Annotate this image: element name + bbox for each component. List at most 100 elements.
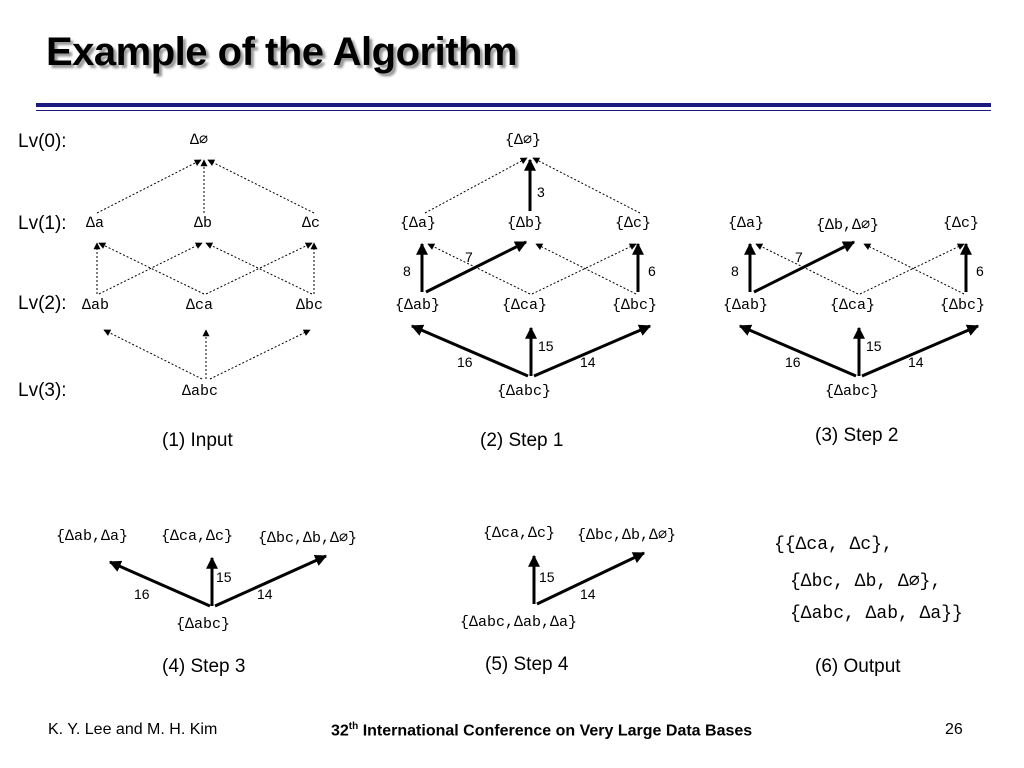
edge-ca-a xyxy=(427,243,531,295)
p1-node-bc: ∆bc xyxy=(296,297,324,314)
footer-conference-number: 32 xyxy=(331,722,349,740)
edge-bc-b xyxy=(863,243,965,295)
p3-weight-ab-a: 8 xyxy=(731,263,739,279)
edge-ca-a xyxy=(755,243,859,295)
p1-node-ab: ∆ab xyxy=(82,297,110,314)
slide-title: Example of the Algorithm xyxy=(46,30,518,74)
edge-ca-a xyxy=(98,242,205,295)
level-label-0: Lv(0): xyxy=(18,131,67,152)
edge-abc-bc xyxy=(861,324,980,378)
edge-ca-c xyxy=(859,243,965,295)
page-number: 26 xyxy=(945,721,963,738)
footer-conference: 32th International Conference on Very La… xyxy=(331,721,752,740)
p6-output-line-3: {∆abc, ∆ab, ∆a}} xyxy=(790,604,963,624)
edge-right xyxy=(536,551,646,606)
p3-weight-ab-b: 7 xyxy=(795,249,803,265)
edge-a-empty xyxy=(424,157,528,214)
edge-bc-b xyxy=(535,243,637,295)
panel2-dotted-edges xyxy=(424,157,641,295)
edge-left xyxy=(108,560,211,608)
p2-weight-up: 3 xyxy=(537,184,545,200)
edge-abc-ab xyxy=(103,329,203,380)
p4-node-abc: {∆abc} xyxy=(176,616,231,633)
p2-node-b: {∆b} xyxy=(507,215,544,232)
p4-weight-mid: 15 xyxy=(216,569,232,585)
p3-node-ab: {∆ab} xyxy=(723,297,769,314)
p4-node-ca-c: {∆ca,∆c} xyxy=(161,528,234,545)
p6-output-line-2: {∆bc, ∆b, ∆∅}, xyxy=(790,572,942,592)
p2-caption: (2) Step 1 xyxy=(480,430,564,451)
panel4-bold-edges xyxy=(108,554,328,608)
level-label-1: Lv(1): xyxy=(18,213,67,234)
p5-node-abc-ab-a: {∆abc,∆ab,∆a} xyxy=(460,614,578,631)
p1-node-c: ∆c xyxy=(302,215,321,232)
p1-node-b: ∆b xyxy=(194,215,213,232)
p2-node-empty: {∆∅} xyxy=(505,132,542,149)
p2-node-abc: {∆abc} xyxy=(497,383,552,400)
level-label-3: Lv(3): xyxy=(18,380,67,401)
edge-abc-ab xyxy=(738,324,857,378)
p3-weight-abc-ca: 15 xyxy=(866,338,882,354)
p3-node-bc: {∆bc} xyxy=(940,297,986,314)
level-label-2: Lv(2): xyxy=(18,293,67,314)
edge-ca-c xyxy=(531,243,637,295)
p1-node-a: ∆a xyxy=(86,215,105,232)
edge-abc-bc xyxy=(533,324,652,378)
panel1-edges xyxy=(93,159,318,380)
title-rule-thin xyxy=(36,110,991,111)
edge-ab-b xyxy=(425,240,528,294)
p5-caption: (5) Step 4 xyxy=(485,654,569,675)
title-rule-thick xyxy=(36,103,991,107)
edge-ab-b xyxy=(98,242,203,295)
footer-conference-sup: th xyxy=(348,721,359,732)
p4-node-bc-b-empty: {∆bc,∆b,∆∅} xyxy=(258,530,358,547)
p2-node-bc: {∆bc} xyxy=(612,297,658,314)
p2-weight-abc-bc: 14 xyxy=(580,354,596,370)
panel3-bold-edges xyxy=(738,240,980,378)
p4-weight-right: 14 xyxy=(257,586,273,602)
panel3-dotted-edges xyxy=(755,243,965,295)
p2-weight-ab-b: 7 xyxy=(465,249,473,265)
edge-abc-bc xyxy=(209,329,311,380)
p2-node-ca: {∆ca} xyxy=(502,297,548,314)
edge-abc-ab xyxy=(410,324,529,378)
p3-node-a: {∆a} xyxy=(728,215,765,232)
p3-node-abc: {∆abc} xyxy=(825,383,880,400)
edge-ab-b xyxy=(753,240,856,294)
p2-node-a: {∆a} xyxy=(400,215,437,232)
p1-node-ca: ∆ca xyxy=(186,297,214,314)
p1-node-empty: ∆∅ xyxy=(190,132,209,149)
p2-weight-ab-a: 8 xyxy=(403,263,411,279)
p2-weight-bc-c: 6 xyxy=(648,263,656,279)
p4-caption: (4) Step 3 xyxy=(162,656,246,677)
p3-weight-abc-ab: 16 xyxy=(785,354,801,370)
p5-weight-mid: 15 xyxy=(539,569,555,585)
p6-output-line-1: {{∆ca, ∆c}, xyxy=(774,535,893,555)
p2-node-ab: {∆ab} xyxy=(395,297,441,314)
p1-caption: (1) Input xyxy=(162,430,233,451)
p3-node-b: {∆b,∆∅} xyxy=(816,217,880,234)
footer-authors: K. Y. Lee and M. H. Kim xyxy=(48,721,218,738)
p3-weight-bc-c: 6 xyxy=(976,263,984,279)
edge-a-empty xyxy=(96,159,202,214)
footer-conference-name: International Conference on Very Large D… xyxy=(358,722,753,740)
p2-weight-abc-ab: 16 xyxy=(457,354,473,370)
p3-weight-abc-bc: 14 xyxy=(908,354,924,370)
p5-node-ca-c: {∆ca,∆c} xyxy=(483,525,556,542)
p3-caption: (3) Step 2 xyxy=(815,425,899,446)
edge-c-empty xyxy=(532,157,641,214)
edge-c-empty xyxy=(207,159,315,214)
p5-node-bc-b-empty: {∆bc,∆b,∆∅} xyxy=(577,527,677,544)
p3-node-c: {∆c} xyxy=(943,215,980,232)
p2-weight-abc-ca: 15 xyxy=(538,338,554,354)
p6-caption: (6) Output xyxy=(815,656,901,677)
p4-node-ab-a: {∆ab,∆a} xyxy=(56,528,129,545)
p1-node-abc: ∆abc xyxy=(182,383,219,400)
edge-right xyxy=(214,554,328,608)
panel5-bold-edges xyxy=(528,551,646,606)
p4-weight-left: 16 xyxy=(134,586,150,602)
panel2-bold-edges xyxy=(410,158,652,378)
p5-weight-right: 14 xyxy=(580,586,596,602)
p3-node-ca: {∆ca} xyxy=(830,297,876,314)
